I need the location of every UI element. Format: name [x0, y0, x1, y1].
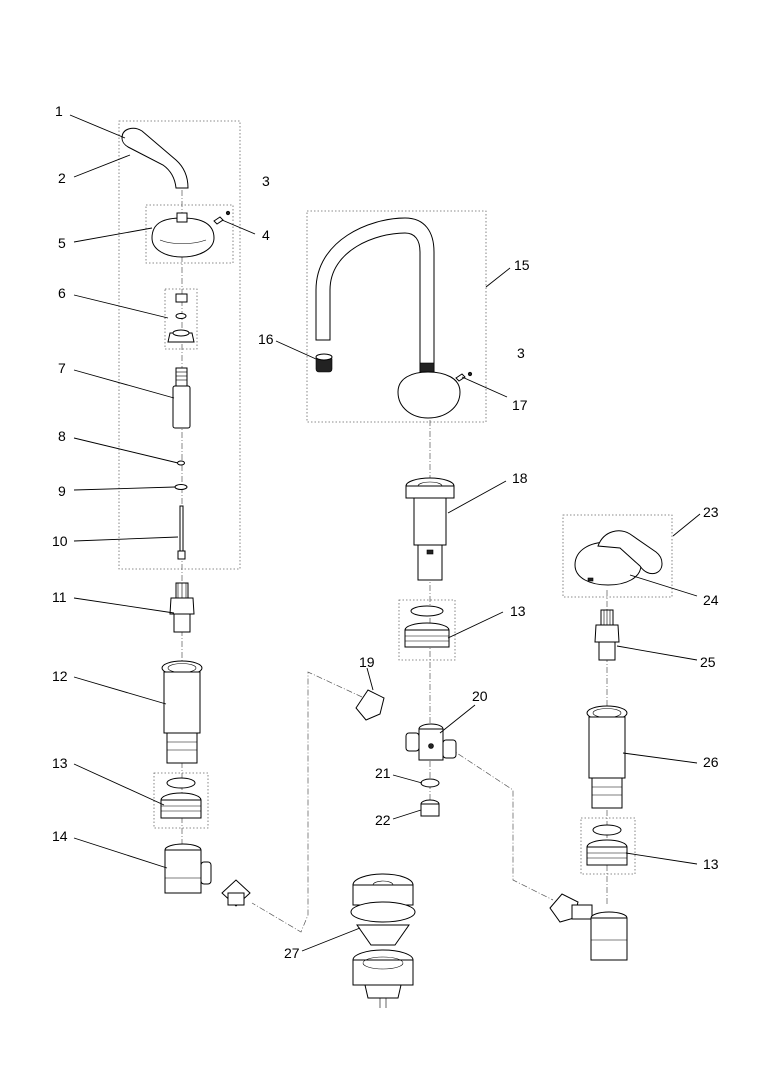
- label-2: 2: [58, 170, 66, 186]
- assembly-box-left-handle: [118, 120, 241, 570]
- part-12-sleeve: [161, 660, 203, 764]
- label-17: 17: [512, 397, 528, 413]
- part-6-stop-nut: [167, 293, 195, 343]
- label-22: 22: [375, 812, 391, 828]
- label-16: 16: [258, 331, 274, 347]
- part-15-spout: [315, 217, 461, 419]
- assembly-box-spout: [306, 210, 487, 423]
- leader-lines: [69, 114, 701, 952]
- part-hose-fitting-left: [221, 879, 251, 907]
- part-27-pop-up-drain: [350, 873, 416, 1008]
- label-24: 24: [703, 592, 719, 608]
- part-22-plug: [420, 799, 440, 817]
- label-14: 14: [52, 828, 68, 844]
- label-8: 8: [58, 428, 66, 444]
- part-19-hose-nut: [355, 689, 385, 721]
- label-6: 6: [58, 285, 66, 301]
- label-4: 4: [262, 227, 270, 243]
- label-23: 23: [703, 504, 719, 520]
- part-16-aerator: [315, 353, 333, 373]
- part-8-washer: [177, 460, 185, 466]
- part-10-rod: [177, 505, 186, 560]
- part-7-spindle: [172, 367, 191, 429]
- label-10: 10: [52, 533, 68, 549]
- label-18: 18: [512, 470, 528, 486]
- part-26-sleeve-right: [586, 705, 628, 809]
- part-5-handle-base: [151, 212, 215, 258]
- assembly-box-handle-cap: [145, 204, 234, 264]
- part-13-mount-nut-center: [404, 605, 450, 648]
- part-25-cartridge-right: [594, 609, 620, 661]
- part-9-o-ring: [174, 484, 188, 490]
- label-13-right: 13: [703, 856, 719, 872]
- label-9: 9: [58, 483, 66, 499]
- label-13-center: 13: [510, 603, 526, 619]
- label-20: 20: [472, 688, 488, 704]
- assembly-box-right-handle: [562, 514, 673, 598]
- part-21-o-ring: [420, 778, 440, 788]
- label-21: 21: [375, 765, 391, 781]
- label-1: 1: [55, 103, 63, 119]
- label-26: 26: [703, 754, 719, 770]
- label-25: 25: [700, 654, 716, 670]
- hose-line-left: [251, 671, 363, 933]
- part-23-24-right-handle: [574, 530, 663, 586]
- label-15: 15: [514, 257, 530, 273]
- label-19: 19: [359, 654, 375, 670]
- part-14-elbow: [164, 843, 212, 894]
- part-20-tee-fitting: [405, 723, 457, 761]
- label-13-left: 13: [52, 755, 68, 771]
- label-11: 11: [52, 589, 67, 605]
- part-3-17-spout-set-screw: [455, 371, 473, 382]
- assembly-box-stop-nut: [164, 288, 198, 350]
- label-7: 7: [58, 360, 66, 376]
- part-13-mount-nut-left: [160, 777, 202, 819]
- assembly-box-mount-right: [580, 817, 636, 875]
- label-27: 27: [284, 945, 300, 961]
- label-5: 5: [58, 235, 66, 251]
- part-11-cartridge: [169, 582, 195, 633]
- part-18-spout-shank: [405, 477, 455, 581]
- part-1-2-handle-lever: [121, 127, 189, 189]
- label-3-left: 3: [262, 173, 270, 189]
- label-12: 12: [52, 668, 68, 684]
- part-13-mount-nut-right: [586, 824, 628, 866]
- label-3-right: 3: [517, 345, 525, 361]
- part-elbow-right: [549, 893, 628, 961]
- assembly-box-mount-center: [398, 599, 456, 661]
- hose-line-right: [439, 741, 554, 901]
